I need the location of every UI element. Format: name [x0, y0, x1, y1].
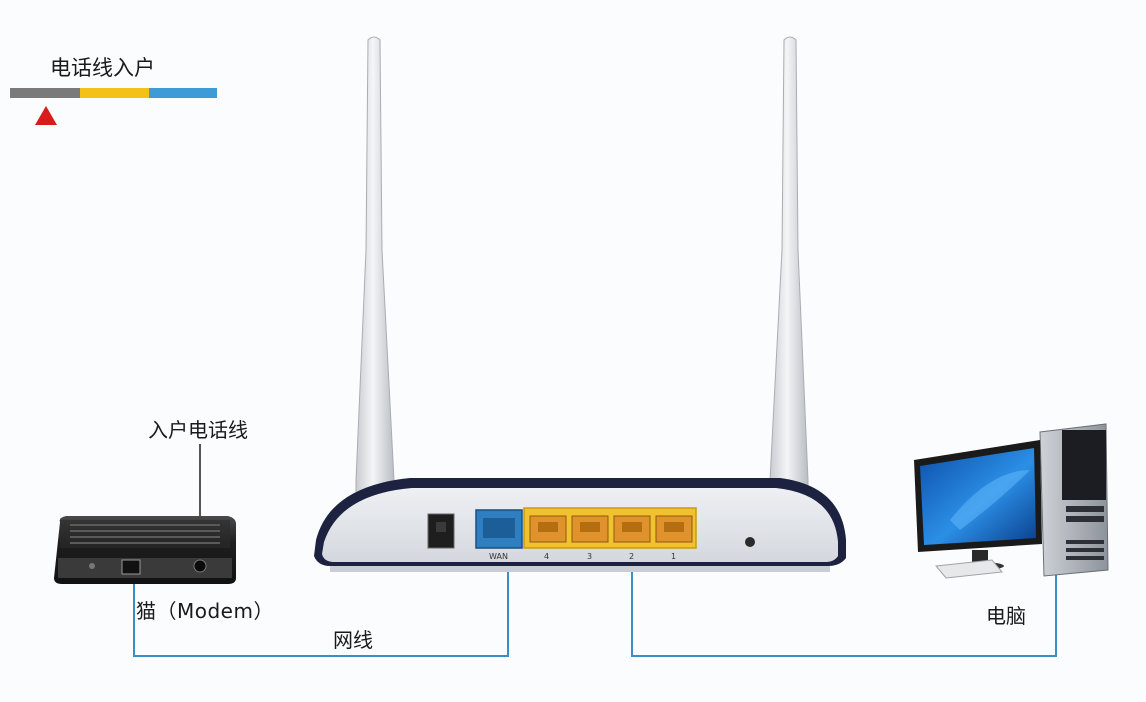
legend [10, 88, 217, 125]
computer [914, 423, 1109, 579]
router-lan-ports [529, 515, 693, 543]
router-reset-button [745, 537, 755, 547]
modem-lan-port [121, 559, 141, 575]
legend-segment-blue [149, 88, 217, 98]
legend-title: 电话线入户 [50, 56, 155, 80]
computer-label: 电脑 [986, 604, 1026, 628]
router-lan-label-4: 4 [544, 552, 550, 561]
modem-label: 猫（Modem） [136, 599, 274, 623]
legend-segment-yellow [80, 88, 149, 98]
cable-modem-to-wan [133, 566, 509, 657]
router-antenna-right [769, 36, 809, 556]
network-cable-label: 网线 [333, 628, 373, 652]
modem [54, 516, 236, 584]
legend-marker-triangle [35, 106, 57, 125]
router-lan-label-1: 1 [671, 552, 677, 561]
cable-lan-to-pc [631, 566, 1057, 657]
cables [133, 566, 1057, 657]
modem-phone-port [193, 559, 207, 573]
router [314, 478, 846, 572]
router-wan-label: WAN [489, 552, 508, 561]
router-antenna-left [355, 36, 395, 556]
router-lan-label-2: 2 [629, 552, 635, 561]
phone-drop-label: 入户电话线 [148, 418, 248, 442]
router-lan-label-3: 3 [587, 552, 593, 561]
legend-segment-gray [10, 88, 80, 98]
